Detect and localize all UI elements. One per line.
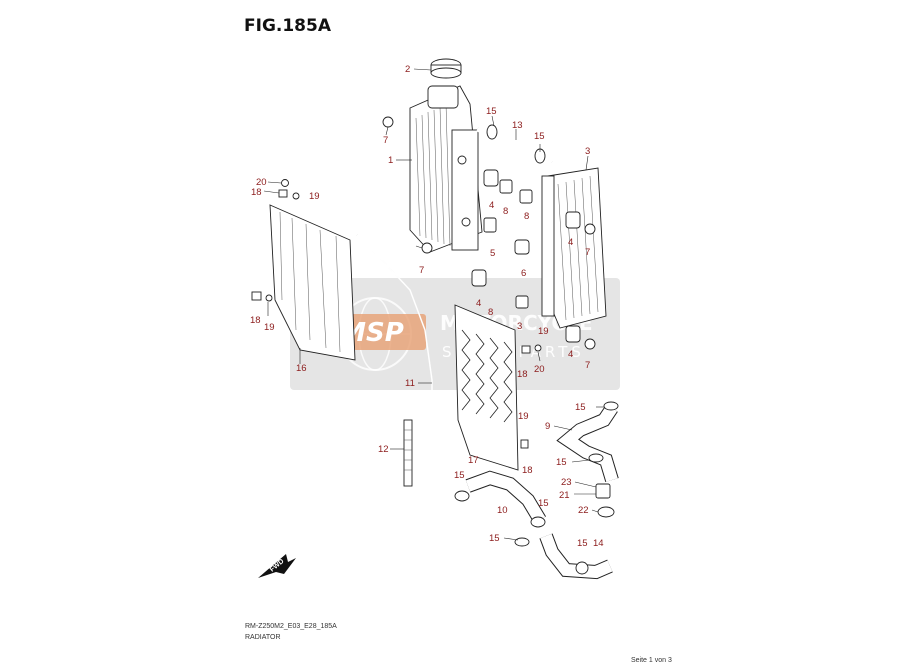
hose-14 (514, 533, 613, 580)
figure-title: FIG.185A (244, 16, 331, 36)
o-ring-22 (597, 506, 615, 518)
left-shroud (269, 204, 356, 361)
callout-19: 19 (264, 322, 275, 333)
callout-19: 19 (309, 191, 320, 202)
callout-4: 4 (568, 349, 573, 360)
callout-17: 17 (468, 455, 479, 466)
callout-22: 22 (578, 505, 589, 516)
callout-15: 15 (556, 457, 567, 468)
callout-18: 18 (522, 465, 533, 476)
callout-12: 12 (378, 444, 389, 455)
callout-9: 9 (545, 421, 550, 432)
callout-15: 15 (538, 498, 549, 509)
callout-10: 10 (497, 505, 508, 516)
upper-hose (476, 124, 554, 166)
callout-3: 3 (585, 146, 590, 157)
callout-7: 7 (419, 265, 424, 276)
callout-16: 16 (296, 363, 307, 374)
callout-7: 7 (585, 360, 590, 371)
callout-3: 3 (517, 321, 522, 332)
callout-15: 15 (486, 106, 497, 117)
page-indicator: Seite 1 von 3 (631, 657, 672, 664)
figure-name: RADIATOR (245, 634, 281, 641)
right-louver (454, 304, 519, 471)
fasteners (251, 179, 542, 449)
bolts (382, 116, 596, 350)
right-radiator (541, 167, 607, 329)
callout-18: 18 (517, 369, 528, 380)
callout-4: 4 (489, 200, 494, 211)
fitting-21 (595, 483, 615, 518)
callout-13: 13 (512, 120, 523, 131)
callout-20: 20 (534, 364, 545, 375)
callout-23: 23 (561, 477, 572, 488)
callout-7: 7 (585, 247, 590, 258)
callout-15: 15 (575, 402, 586, 413)
callout-8: 8 (524, 211, 529, 222)
lower-hose-10 (454, 470, 547, 528)
callout-8: 8 (488, 307, 493, 318)
callout-7: 7 (383, 135, 388, 146)
left-radiator (409, 85, 483, 253)
callout-18: 18 (250, 315, 261, 326)
callout-19: 19 (538, 326, 549, 337)
callout-15: 15 (577, 538, 588, 549)
callout-11: 11 (405, 378, 415, 389)
callout-1: 1 (388, 155, 393, 166)
callout-19: 19 (518, 411, 529, 422)
callout-4: 4 (568, 237, 573, 248)
leader-lines (263, 68, 604, 541)
watermark-band (290, 278, 620, 390)
callouts: 2 15 13 7 1 15 3 20 18 19 4 8 8 5 4 7 7 … (250, 64, 604, 549)
callout-4: 4 (476, 298, 481, 309)
callout-2: 2 (405, 64, 410, 75)
callout-15: 15 (489, 533, 500, 544)
figure-code: RM-Z250M2_E03_E28_185A (245, 623, 337, 630)
callout-5: 5 (490, 248, 495, 259)
cable-tie (403, 419, 413, 487)
callout-15: 15 (534, 131, 545, 142)
radiator-cap (430, 58, 462, 79)
callout-15: 15 (454, 470, 465, 481)
callout-8: 8 (503, 206, 508, 217)
callout-6: 6 (521, 268, 526, 279)
fwd-arrow-icon: FWD (258, 554, 296, 578)
grommets (471, 169, 581, 343)
callout-21: 21 (559, 490, 570, 501)
callout-14: 14 (593, 538, 604, 549)
callout-18: 18 (251, 187, 262, 198)
hose-9 (556, 401, 619, 483)
callout-20: 20 (256, 177, 267, 188)
